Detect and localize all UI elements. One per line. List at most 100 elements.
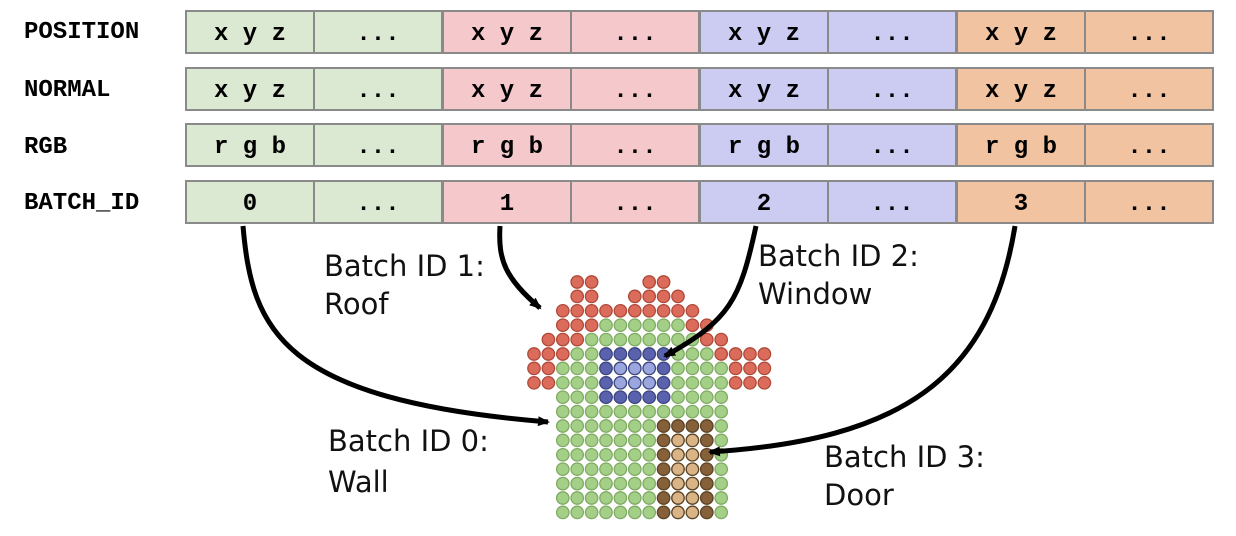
door-dot [656,476,671,491]
roof-dot [714,332,729,347]
window-dot [642,375,657,390]
table-cell-text-r2-c3: ... [613,134,656,161]
row-labels: POSITION NORMAL RGB BATCH_ID [24,19,139,217]
window-dot [599,361,613,376]
door-dot [685,476,700,491]
roof-dot [555,318,570,333]
door-dot [699,462,714,477]
wall-dot [599,491,613,505]
window-dot [656,390,671,405]
window-dot [627,375,642,390]
door-dot [656,433,671,448]
wall-dot [714,476,729,491]
table-cell-r0-c5 [827,10,957,54]
table-cell-r0-c0 [185,10,315,54]
table-cell-r3-c4 [699,180,829,224]
table-cell-text-r3-c0: 0 [243,191,257,218]
captions: Batch ID 1: Roof Batch ID 2: Window Batc… [324,239,985,512]
wall-dot [555,390,570,405]
roof-dot [743,347,757,361]
wall-dot [555,433,570,448]
table-cell-r3-c0 [185,180,315,224]
roof-dot [656,303,671,318]
roof-dot [671,289,685,304]
wall-dot [714,505,729,520]
table-cell-text-r1-c5: ... [870,78,913,105]
wall-dot [555,375,570,390]
table-cell-text-r2-c4: r g b [728,134,800,161]
wall-dot [570,505,585,520]
wall-dot [584,462,599,477]
table-cell-text-r1-c2: x y z [471,78,543,105]
wall-dot [627,332,642,347]
table-cell-r3-c2 [442,180,572,224]
arrow-batch-2-to-window [663,225,759,359]
window-dot [599,375,613,390]
door-dot [656,419,671,433]
wall-dot [699,390,714,405]
window-dot [656,375,671,390]
table-cell-text-r3-c7: ... [1127,191,1170,218]
roof-dot [642,275,657,289]
wall-dot [642,476,657,491]
table-cell-text-r3-c2: 1 [500,191,514,218]
table-cell-r3-c7 [1084,180,1214,224]
table-cell-r0-c2 [442,10,572,54]
wall-dot [555,361,570,376]
wall-dot [555,462,570,477]
wall-dot [584,419,599,433]
roof-dot [685,303,700,318]
wall-dot [613,433,628,448]
wall-dot [599,462,613,477]
wall-dot [642,318,657,333]
table-cell-text-r1-c4: x y z [728,78,800,105]
roof-dot [728,375,743,390]
wall-dot [584,404,599,419]
roof-dot [728,361,743,376]
wall-dot [570,375,585,390]
arrow-batch-1-to-roof [497,225,542,310]
table-cell-r2-c7 [1084,123,1214,167]
wall-dot [613,476,628,491]
roof-dot [584,303,599,318]
table-cell-text-r3-c1: ... [356,191,399,218]
wall-dot [584,361,599,376]
wall-dot [570,462,585,477]
table-cell-text-r3-c4: 2 [757,191,771,218]
wall-dot [685,375,700,390]
table-cell-r2-c6 [956,123,1086,167]
roof-dot [728,347,743,361]
wall-dot [714,419,729,433]
wall-dot [584,491,599,505]
roof-dot [685,318,700,333]
roof-dot [757,361,772,376]
door-dot [656,447,671,462]
wall-dot [685,347,700,361]
table-cell-r2-c4 [699,123,829,167]
door-dot [671,447,685,462]
table-cell-text-r2-c2: r g b [471,134,543,161]
roof-dot [599,303,613,318]
wall-dot [627,491,642,505]
wall-dot [685,390,700,405]
wall-dot [555,447,570,462]
table-cell-text-r0-c4: x y z [728,21,800,48]
table-cell-r0-c1 [313,10,443,54]
window-dot [642,361,657,376]
wall-dot [642,447,657,462]
table-cell-text-r0-c7: ... [1127,21,1170,48]
wall-dot [642,462,657,477]
roof-dot [527,375,541,390]
wall-dot [570,433,585,448]
row-label-normal: NORMAL [24,77,110,104]
door-dot [671,491,685,505]
wall-dot [584,447,599,462]
roof-dot [570,318,585,333]
table-cell-r0-c4 [699,10,829,54]
table-cell-text-r2-c7: ... [1127,134,1170,161]
wall-dot [584,433,599,448]
wall-dot [555,404,570,419]
wall-dot [627,318,642,333]
table-cell-r2-c5 [827,123,957,167]
wall-dot [627,476,642,491]
